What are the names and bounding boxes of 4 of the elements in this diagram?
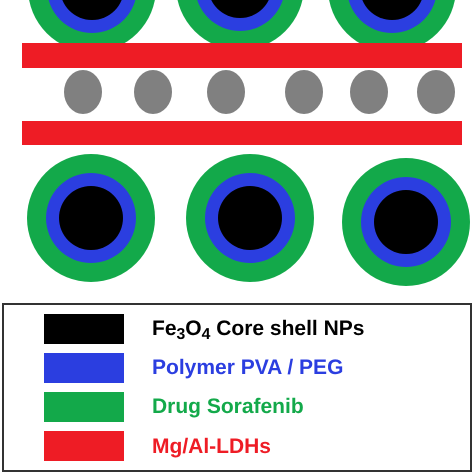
legend-label: Fe$_{3}$O$_{4}$ Core shell NPs [152,316,364,344]
legend-label: Drug Sorafenib [152,394,304,420]
legend-label: Polymer PVA / PEG [152,355,344,382]
legend-label: Mg/Al-LDHs [152,434,271,460]
